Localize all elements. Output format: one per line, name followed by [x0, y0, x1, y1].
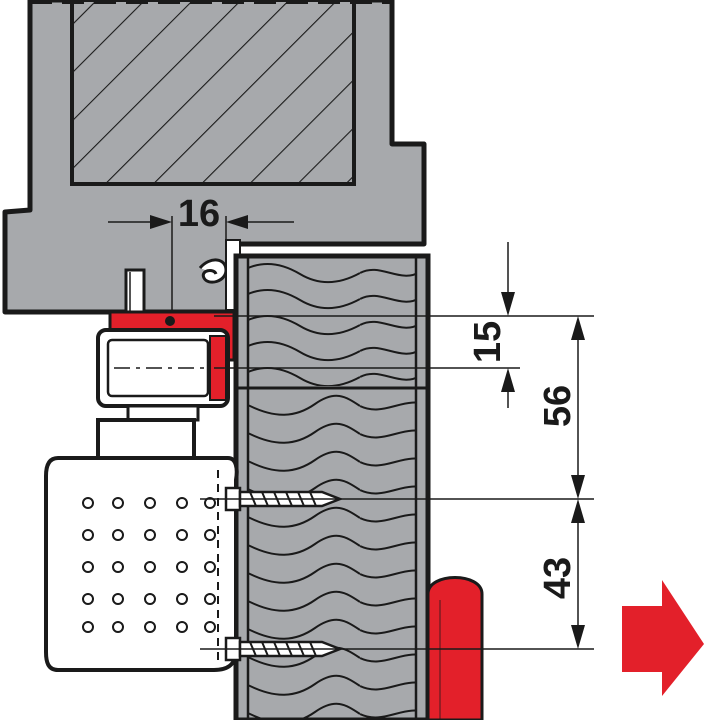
vent-dot	[82, 621, 94, 633]
vent-dot	[82, 593, 94, 605]
dimension-label-43: 43	[537, 557, 579, 599]
vent-dot	[176, 561, 188, 573]
vent-dot	[144, 593, 156, 605]
ventilation-dots	[82, 497, 216, 633]
dimension-43: 43	[537, 499, 585, 649]
vent-dot	[144, 529, 156, 541]
dimension-label-15: 15	[467, 321, 509, 363]
vent-dot	[176, 529, 188, 541]
dimension-15: 15	[467, 242, 515, 408]
vent-dot	[176, 497, 188, 509]
closer-body	[44, 456, 239, 672]
vent-dot	[144, 561, 156, 573]
arrow-right-icon	[622, 580, 704, 696]
vent-dot	[82, 561, 94, 573]
vent-dot	[204, 621, 216, 633]
slide-rail	[96, 328, 230, 408]
vent-dot	[204, 497, 216, 509]
vent-dot	[112, 621, 124, 633]
vent-dot	[176, 621, 188, 633]
dimension-label-56: 56	[537, 385, 579, 427]
reference-lines	[200, 315, 594, 650]
dimension-56: 56	[537, 316, 585, 499]
vent-dot	[144, 621, 156, 633]
vent-dot	[204, 529, 216, 541]
vent-dot	[204, 593, 216, 605]
hatch-fill	[72, 0, 354, 184]
dimension-label-16: 16	[178, 193, 220, 235]
vent-dot	[144, 497, 156, 509]
vent-dot	[204, 561, 216, 573]
vent-dot	[112, 593, 124, 605]
vent-dot	[82, 529, 94, 541]
vent-dot	[176, 593, 188, 605]
vent-dot	[112, 561, 124, 573]
vent-dot	[112, 497, 124, 509]
door-leaf	[233, 253, 431, 720]
vent-dot	[82, 497, 94, 509]
mounting-plate	[96, 404, 200, 460]
dimension-16: 16	[108, 193, 294, 312]
frame-section	[2, 0, 427, 315]
pin	[124, 268, 146, 316]
vent-dot	[112, 529, 124, 541]
